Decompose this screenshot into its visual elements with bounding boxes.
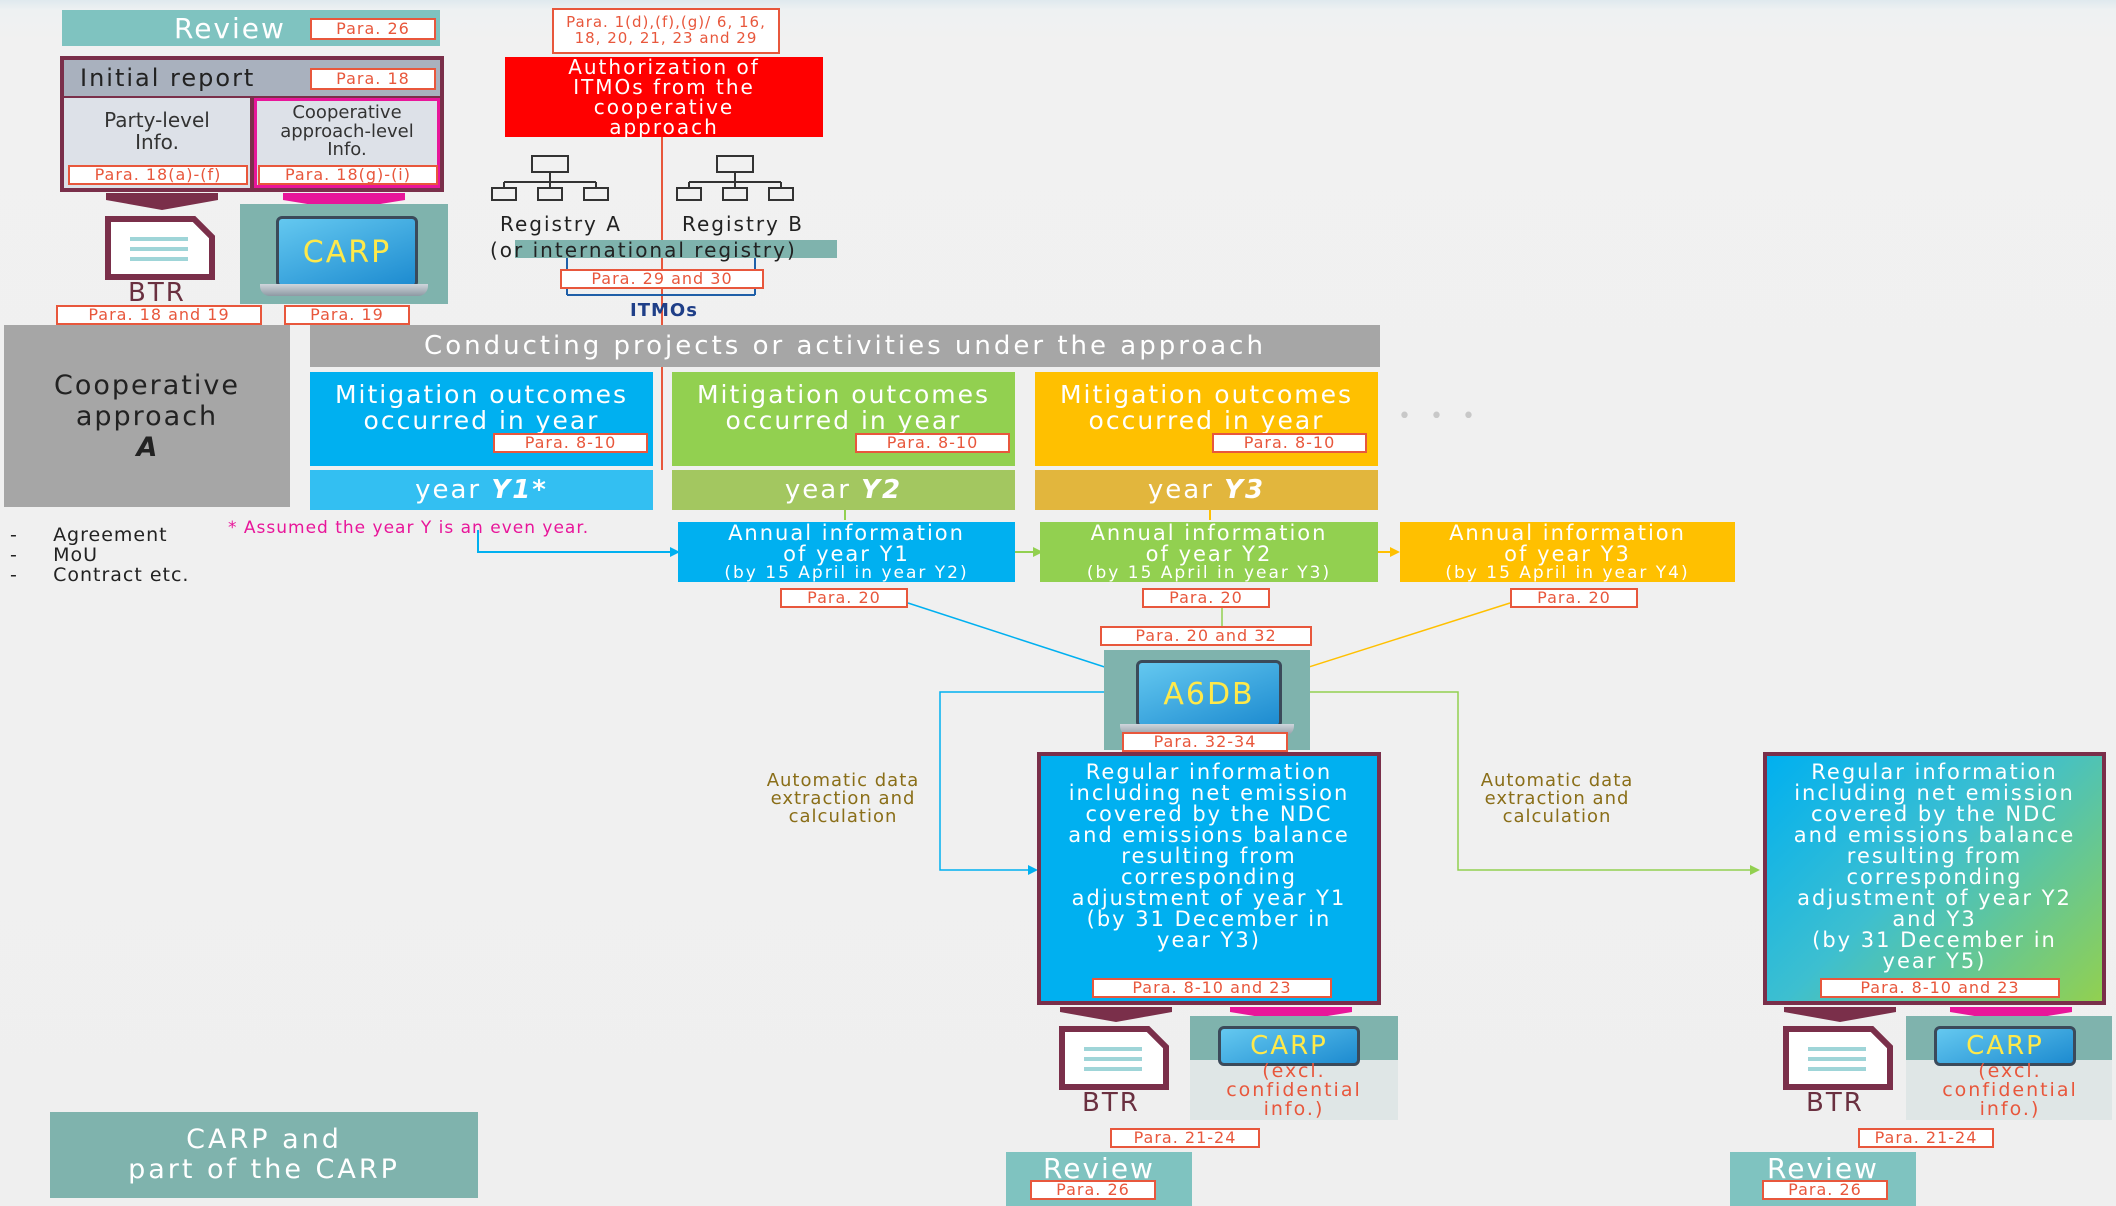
auto-extraction-left: Automatic data extraction and calculatio… [766, 770, 920, 827]
auto-extraction-right: Automatic data extraction and calculatio… [1480, 770, 1634, 827]
btr-bottom-left-label: BTR [1082, 1088, 1140, 1118]
regular-info-left-box: Regular information including net emissi… [1037, 752, 1381, 1005]
auth-para: Para. 1(d),(f),(g)/ 6, 16, 18, 20, 21, 2… [552, 8, 780, 54]
carp-bottom-right-sub: (excl. confidential info.) [1942, 1060, 2078, 1120]
authorization-box: Authorization of ITMOs from the cooperat… [505, 57, 823, 137]
regular-right-para: Para. 8-10 and 23 [1820, 978, 2060, 998]
review-bottom-left-para: Para. 26 [1030, 1180, 1156, 1200]
registry-a-icon [490, 154, 610, 208]
annual-y2-box: Annual information of year Y2 (by 15 Apr… [1040, 522, 1378, 582]
registry-b-label: Registry B [682, 212, 804, 236]
year-y1-bar: year Y1* [310, 470, 653, 510]
legend-box: CARP and part of the CARP [50, 1112, 478, 1198]
mitigation-y1-para: Para. 8-10 [493, 433, 648, 453]
regular-info-right-box: Regular information including net emissi… [1763, 752, 2106, 1005]
annual-y2-para: Para. 20 [1142, 588, 1270, 608]
regular-left-para: Para. 8-10 and 23 [1092, 978, 1332, 998]
initial-report-para: Para. 18 [310, 68, 436, 90]
coop-para: Para. 18(g)-(i) [258, 165, 438, 185]
cooperative-approach-box: Cooperative approach A [4, 325, 290, 507]
agreement-list: - Agreement - MoU - Contract etc. [10, 525, 189, 585]
carp-bottom-left-screen: CARP [1218, 1026, 1360, 1066]
btr-bottom-left-icon [1058, 1025, 1170, 1091]
agreement-item: - Agreement [10, 524, 168, 546]
carp-top-laptop-base [260, 284, 428, 296]
bottom-left-para: Para. 21-24 [1110, 1128, 1260, 1148]
conducting-bar: Conducting projects or activities under … [310, 325, 1380, 367]
registry-para: Para. 29 and 30 [560, 269, 764, 289]
carp-top-box: CARP [240, 204, 448, 304]
review-top-label: Review [174, 11, 286, 45]
carp-bottom-left-box: CARP (excl. confidential info.) [1190, 1016, 1398, 1120]
btr-top-label: BTR [128, 278, 186, 308]
review-top-para: Para. 26 [310, 18, 436, 40]
carp-bottom-left-sub: (excl. confidential info.) [1226, 1060, 1362, 1120]
year-y2-bar: year Y2 [672, 470, 1015, 510]
bottom-right-para: Para. 21-24 [1858, 1128, 1994, 1148]
mitigation-y2-para: Para. 8-10 [855, 433, 1010, 453]
agreement-item: - Contract etc. [10, 564, 190, 586]
review-bottom-right-para: Para. 26 [1762, 1180, 1888, 1200]
btr-bottom-right-label: BTR [1806, 1088, 1864, 1118]
mitigation-y3-para: Para. 8-10 [1212, 433, 1367, 453]
annual-y3-para: Para. 20 [1510, 588, 1638, 608]
btr-document-icon [104, 215, 216, 281]
itmos-label: ITMOs [630, 300, 698, 321]
registry-a-label: Registry A [500, 212, 622, 236]
a6db-para-bottom: Para. 32-34 [1122, 732, 1288, 752]
intl-registry-bar [515, 240, 837, 258]
annual-y3-box: Annual information of year Y3 (by 15 Apr… [1400, 522, 1735, 582]
a6db-laptop-screen: A6DB [1136, 660, 1282, 728]
carp-bottom-right-screen: CARP [1934, 1026, 2076, 1066]
agreement-item: - MoU [10, 544, 98, 566]
initial-report-title: Initial report [80, 64, 256, 92]
carp-top-laptop-screen: CARP [276, 216, 418, 288]
btr-top-para: Para. 18 and 19 [56, 305, 262, 325]
btr-bottom-right-icon [1782, 1025, 1894, 1091]
annual-y1-box: Annual information of year Y1 (by 15 Apr… [678, 522, 1015, 582]
intl-registry-label: (or international registry) [490, 238, 797, 262]
year-y3-bar: year Y3 [1035, 470, 1378, 510]
a6db-para-top: Para. 20 and 32 [1100, 626, 1312, 646]
annual-y1-para: Para. 20 [780, 588, 908, 608]
carp-bottom-right-box: CARP (excl. confidential info.) [1906, 1016, 2112, 1120]
mitigation-y3-box: Mitigation outcomes occurred in year [1035, 372, 1378, 466]
ellipsis: • • • [1398, 404, 1481, 429]
carp-top-para: Para. 19 [284, 305, 410, 325]
registry-b-icon [675, 154, 795, 208]
party-para: Para. 18(a)-(f) [68, 165, 248, 185]
footnote: * Assumed the year Y is an even year. [228, 518, 590, 538]
